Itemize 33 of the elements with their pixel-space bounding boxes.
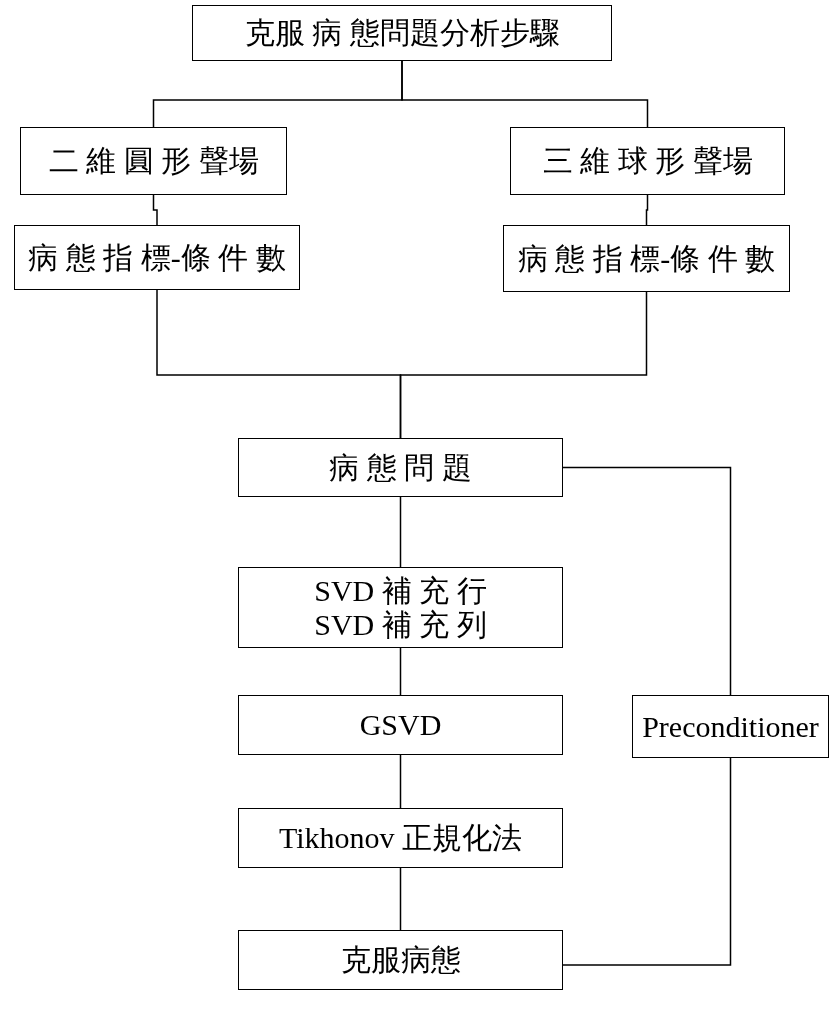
connector-line (399, 496, 402, 568)
box-label: 病 態 指 標-條 件 數 (28, 240, 286, 275)
connector-line (399, 647, 402, 696)
box-label: 病 態 指 標-條 件 數 (517, 241, 776, 276)
process-box (238, 438, 563, 497)
process-box (510, 127, 785, 195)
box-label: 二 維 圓 形 聲場 (48, 144, 259, 178)
process-box (632, 695, 829, 758)
box-label: Preconditioner (642, 709, 819, 744)
box-label: 克服病態 (340, 943, 461, 977)
process-box (238, 808, 563, 868)
connector-line (562, 757, 732, 966)
process-box (503, 225, 790, 292)
process-box (238, 567, 563, 648)
process-box (20, 127, 287, 195)
process-box (192, 5, 612, 61)
process-box (14, 225, 300, 290)
connector-line (399, 291, 648, 439)
box-label: GSVD (359, 708, 442, 742)
connector-line (152, 194, 158, 226)
connector-line (645, 194, 649, 226)
connector-line (401, 60, 649, 128)
box-label: 病 態 問 題 (329, 450, 472, 485)
connector-line (399, 754, 402, 809)
box-label: SVD 補 充 列 (314, 607, 487, 642)
box-label: 克服 病 態問題分析步驟 (244, 16, 560, 50)
connector-line (562, 466, 732, 696)
connector-line (399, 867, 402, 931)
process-box (238, 695, 563, 755)
box-label: Tikhonov 正規化法 (278, 821, 523, 855)
box-label: 三 維 球 形 聲場 (542, 144, 753, 178)
process-box (238, 930, 563, 990)
box-label: SVD 補 充 行 (314, 573, 487, 608)
